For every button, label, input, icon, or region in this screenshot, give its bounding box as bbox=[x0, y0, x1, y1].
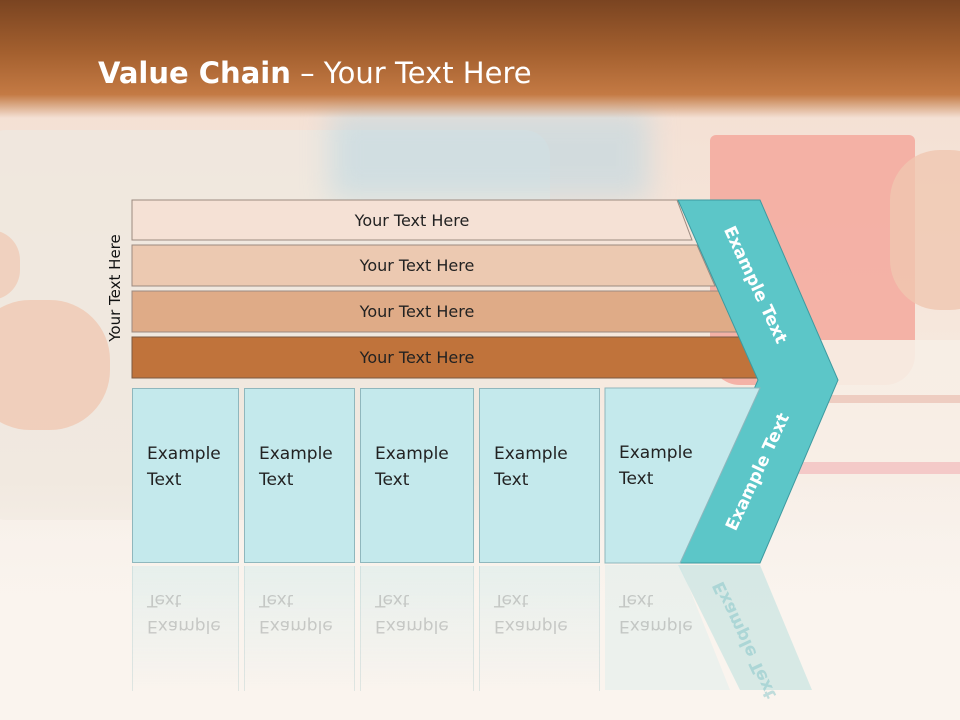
row-label: Your Text Here bbox=[359, 256, 475, 275]
column-shape-5 bbox=[604, 387, 761, 564]
book-edge bbox=[790, 462, 960, 474]
title-bar bbox=[0, 0, 960, 118]
row-shape-1 bbox=[131, 199, 693, 241]
column-5-reflection: Example Text bbox=[605, 566, 705, 691]
column-line2: Text bbox=[147, 590, 182, 610]
title-bold: Value Chain bbox=[98, 56, 291, 90]
book-edge bbox=[800, 395, 960, 403]
column-4-reflection: Example Text bbox=[479, 566, 600, 691]
column-line1: Example bbox=[147, 616, 221, 636]
column-1-reflection: Example Text bbox=[132, 566, 239, 691]
column-line2: Text bbox=[494, 590, 529, 610]
row-4: Your Text Here bbox=[132, 337, 702, 378]
column-line2: Text bbox=[619, 469, 654, 489]
column-line1: Example bbox=[259, 616, 333, 636]
column-line1: Example bbox=[375, 616, 449, 636]
hand-image bbox=[890, 150, 960, 310]
column-line2: Text bbox=[619, 590, 654, 610]
column-5-reflection bbox=[605, 565, 730, 690]
row-shape-2 bbox=[131, 244, 716, 287]
column-line1: Example bbox=[494, 616, 568, 636]
column-line2: Text bbox=[147, 470, 182, 490]
column-line1: Example bbox=[259, 444, 333, 464]
column-line2: Text bbox=[259, 470, 294, 490]
row-label: Your Text Here bbox=[359, 302, 475, 321]
row-label: Your Text Here bbox=[359, 348, 475, 367]
column-line2: Text bbox=[494, 470, 529, 490]
column-line1: Example bbox=[147, 444, 221, 464]
row-1: Your Text Here bbox=[132, 200, 692, 240]
column-line2: Text bbox=[375, 470, 410, 490]
column-line1: Example bbox=[619, 443, 693, 463]
column-line2: Text bbox=[375, 590, 410, 610]
row-2: Your Text Here bbox=[132, 245, 702, 286]
column-line1: Example bbox=[494, 444, 568, 464]
column-line2: Text bbox=[259, 590, 294, 610]
slide-title: Value Chain – Your Text Here bbox=[98, 56, 532, 90]
row-label: Your Text Here bbox=[354, 210, 470, 230]
row-3: Your Text Here bbox=[132, 291, 702, 332]
title-rest: – Your Text Here bbox=[290, 56, 532, 90]
cloth-image bbox=[330, 110, 650, 200]
hand-image bbox=[0, 300, 110, 430]
chevron-reflection bbox=[678, 565, 812, 690]
column-3-reflection: Example Text bbox=[360, 566, 474, 691]
column-line1: Example bbox=[375, 444, 449, 464]
column-line1: Example bbox=[619, 616, 693, 636]
hand-image bbox=[0, 230, 20, 300]
column-2-reflection: Example Text bbox=[244, 566, 355, 691]
